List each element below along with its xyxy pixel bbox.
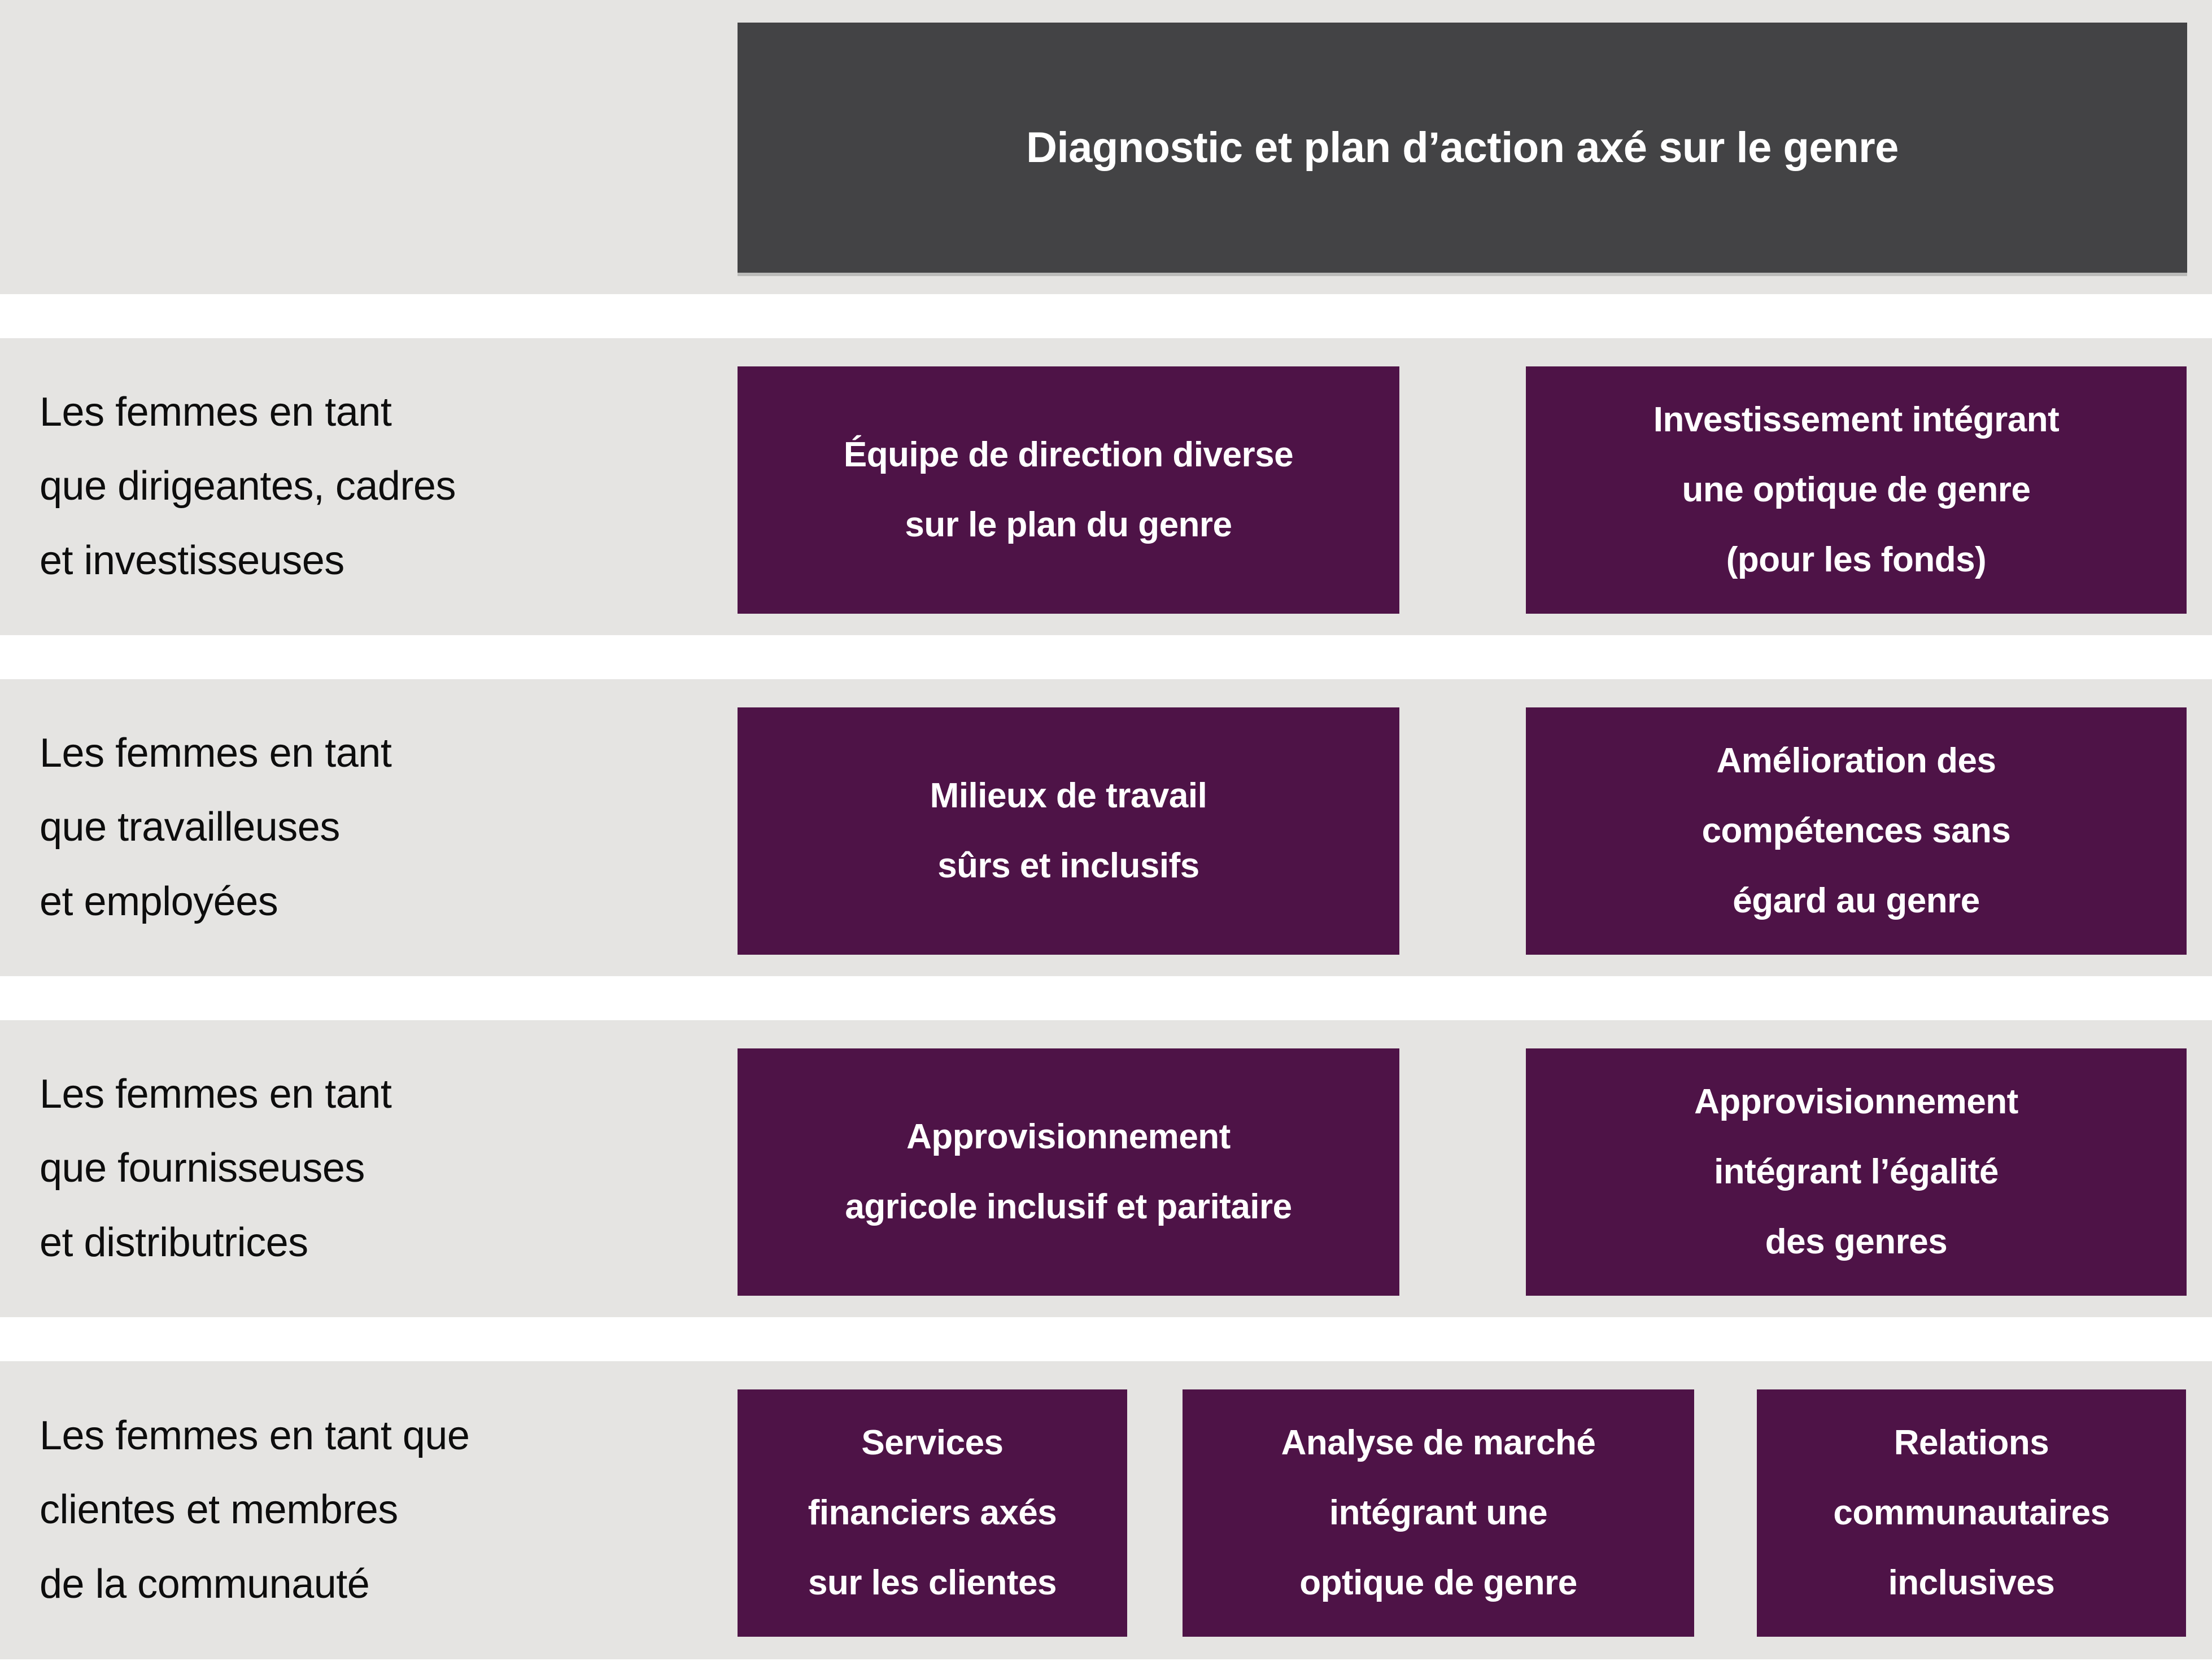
outcome-box-milieux-travail: Milieux de travail sûrs et inclusifs — [738, 707, 1399, 955]
outcome-box-equipe-direction: Équipe de direction diverse sur le plan … — [738, 366, 1399, 614]
outcome-box-investissement: Investissement intégrant une optique de … — [1526, 366, 2187, 614]
page-title: Diagnostic et plan d’action axé sur le g… — [1026, 124, 1899, 172]
row-label-fournisseuses: Les femmes en tant que fournisseuses et … — [40, 1072, 392, 1265]
row-label-dirigeantes: Les femmes en tant que dirigeantes, cadr… — [40, 390, 456, 583]
outcome-box-services-financiers: Services financiers axés sur les cliente… — [738, 1389, 1127, 1637]
outcome-box-approvisionnement-agricole: Approvisionnement agricole inclusif et p… — [738, 1048, 1399, 1296]
row-label-clientes: Les femmes en tant que clientes et membr… — [40, 1413, 470, 1607]
outcome-box-amelioration-competences: Amélioration des compétences sans égard … — [1526, 707, 2187, 955]
row-travailleuses: Les femmes en tant que travailleuses et … — [0, 679, 2212, 976]
header-box: Diagnostic et plan d’action axé sur le g… — [738, 23, 2187, 273]
header-band: Diagnostic et plan d’action axé sur le g… — [0, 0, 2212, 294]
row-label-travailleuses: Les femmes en tant que travailleuses et … — [40, 731, 392, 924]
row-clientes: Les femmes en tant que clientes et membr… — [0, 1361, 2212, 1659]
outcome-box-relations-communautaires: Relations communautaires inclusives — [1757, 1389, 2186, 1637]
outcome-box-approvisionnement-egalite: Approvisionnement intégrant l’égalité de… — [1526, 1048, 2187, 1296]
row-fournisseuses: Les femmes en tant que fournisseuses et … — [0, 1020, 2212, 1317]
outcome-box-analyse-marche: Analyse de marché intégrant une optique … — [1183, 1389, 1694, 1637]
row-dirigeantes: Les femmes en tant que dirigeantes, cadr… — [0, 338, 2212, 635]
